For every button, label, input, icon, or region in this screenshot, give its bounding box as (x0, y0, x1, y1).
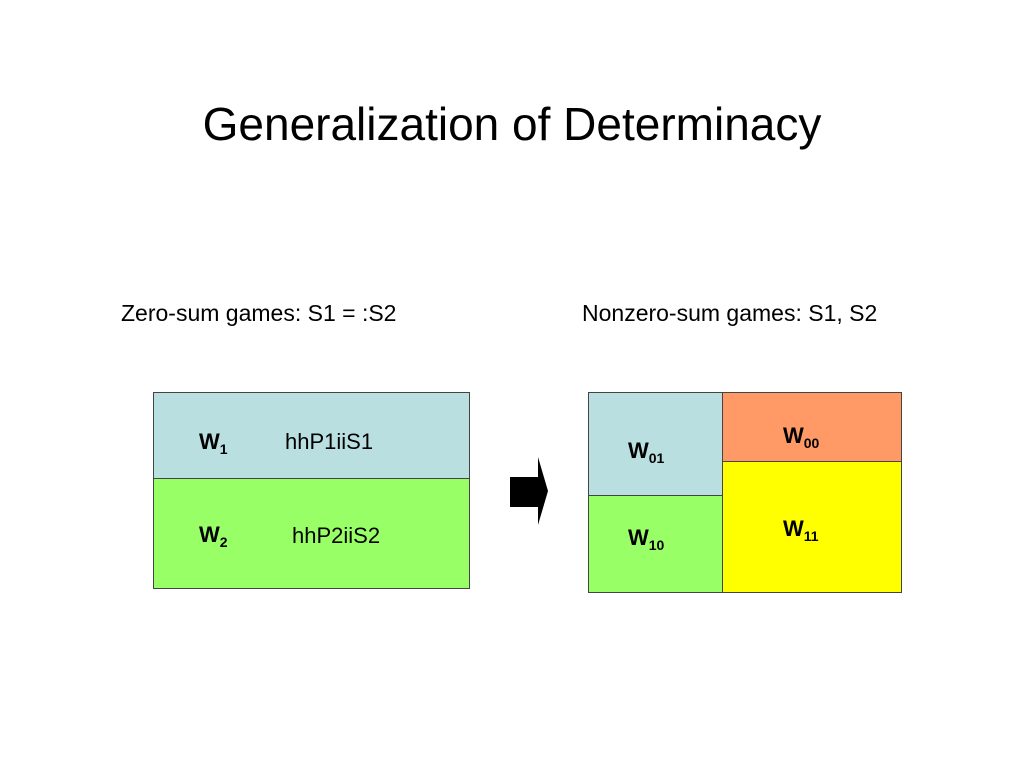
w2-predicate: hhP2iiS2 (292, 523, 381, 548)
w11-label: W11 (783, 516, 819, 544)
w1-label: W1 (199, 429, 228, 457)
w10-label: W10 (628, 525, 665, 553)
zero-sum-caption: Zero-sum games: S1 = :S2 (121, 300, 397, 326)
region-w1: W1 hhP1iiS1 (154, 393, 469, 479)
w01-label: W01 (628, 438, 665, 466)
w00-label: W00 (783, 423, 820, 451)
zero-sum-diagram: W1 hhP1iiS1 W2 hhP2iiS2 (153, 392, 470, 589)
nonzero-sum-caption: Nonzero-sum games: S1, S2 (582, 300, 878, 326)
region-w10: W10 (589, 496, 723, 592)
nonzero-sum-diagram: W01 W10 W00 W11 (588, 392, 902, 593)
arrow-shape (510, 457, 548, 525)
w2-label: W2 (199, 522, 228, 550)
w1-predicate: hhP1iiS1 (285, 429, 374, 454)
right-arrow-icon (510, 457, 548, 525)
slide-title: Generalization of Determinacy (202, 98, 822, 150)
region-w01: W01 (589, 393, 723, 496)
region-w2: W2 hhP2iiS2 (154, 479, 469, 588)
region-w11: W11 (723, 462, 901, 592)
region-w00: W00 (723, 393, 901, 462)
